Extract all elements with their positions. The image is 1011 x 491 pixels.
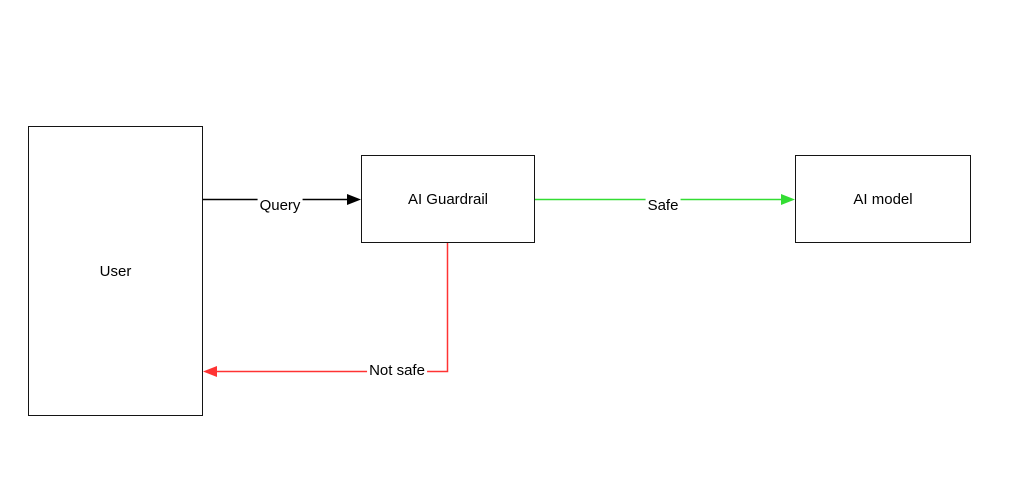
- node-ai-guardrail-label: AI Guardrail: [407, 190, 489, 208]
- edge-query-arrowhead-icon: [347, 194, 361, 205]
- node-user-label: User: [99, 262, 132, 280]
- node-ai-guardrail: AI Guardrail: [361, 155, 535, 243]
- edge-query-label: Query: [257, 197, 303, 215]
- node-ai-model: AI model: [795, 155, 971, 243]
- edge-safe-label: Safe: [645, 197, 681, 215]
- edge-not-safe-arrowhead-icon: [203, 366, 217, 377]
- node-ai-model-label: AI model: [853, 190, 913, 208]
- edge-not-safe-label: Not safe: [367, 362, 427, 380]
- node-user: User: [28, 126, 203, 416]
- edge-safe-arrowhead-icon: [781, 194, 795, 205]
- edge-not-safe-line: [216, 243, 449, 373]
